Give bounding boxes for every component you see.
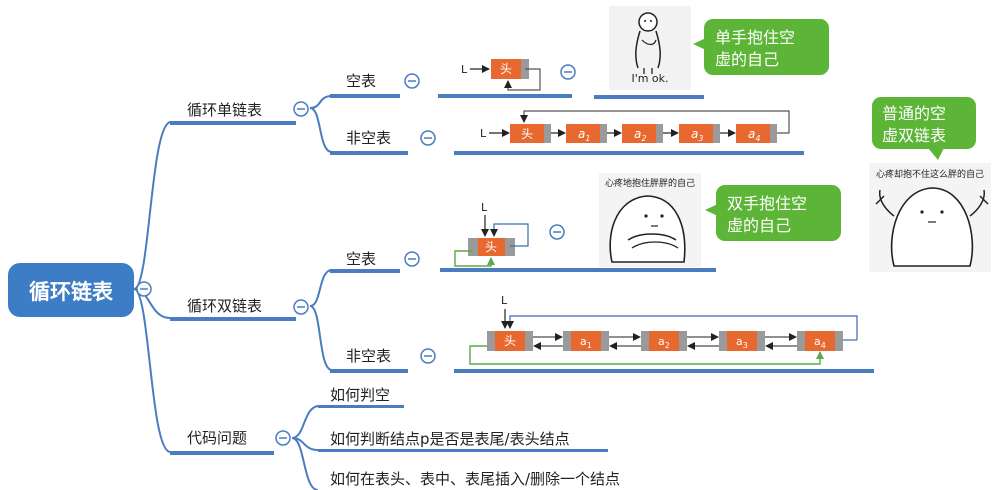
list-node-a4: [805, 331, 835, 351]
list-node-a2-label: a2: [658, 335, 670, 350]
list-node-a2: [649, 331, 679, 351]
meme-hug-caption: 心疼地抱住胖胖的自己: [605, 177, 695, 189]
connector-lines: [133, 95, 333, 490]
collapse-minus-icons: [140, 71, 572, 439]
list-node-a1-label: a1: [580, 335, 592, 350]
underline-bars: [170, 94, 874, 455]
sub-label-double-nonempty[interactable]: 非空表: [346, 347, 391, 365]
pointer-label-2: L: [480, 127, 487, 140]
meme-cannot-hug[interactable]: 心疼却抱不住这么胖的自己: [869, 163, 991, 272]
head-node-label: 头: [521, 127, 533, 141]
branch-label-double[interactable]: 循环双链表: [187, 297, 262, 315]
code-question-insert[interactable]: 如何在表头、表中、表尾插入/删除一个结点: [330, 470, 620, 488]
list-node-a1: [566, 124, 600, 143]
branch-label-single[interactable]: 循环单链表: [187, 101, 262, 119]
sub-label-double-empty[interactable]: 空表: [346, 250, 376, 268]
list-node-a1-label: a1: [578, 127, 590, 143]
list-node-a3-label: a3: [736, 335, 748, 350]
meme-hug-self[interactable]: 心疼地抱住胖胖的自己: [599, 173, 701, 267]
callout-plain-double-line2: 虚双链表: [882, 126, 946, 145]
callout-single-hug-line1: 单手抱住空: [715, 28, 795, 47]
callout-double-hug-line1: 双手抱住空: [727, 194, 807, 213]
head-node: [491, 59, 521, 79]
callout-double-hug-line2: 虚的自己: [727, 216, 791, 235]
callout-plain-double[interactable]: 普通的空 虚双链表: [872, 97, 976, 160]
list-node-a2-label: a2: [634, 127, 646, 143]
head-node-label: 头: [485, 240, 497, 254]
meme-cannot-hug-caption: 心疼却抱不住这么胖的自己: [876, 168, 984, 180]
code-question-tail[interactable]: 如何判断结点p是否是表尾/表头结点: [330, 430, 570, 448]
callout-plain-double-line1: 普通的空: [882, 104, 946, 123]
callout-single-hug-line2: 虚的自己: [715, 50, 779, 69]
double-empty-diagram: L 头: [454, 201, 529, 267]
double-nonempty-diagram: L 头 a1 a2 a3 a4: [469, 294, 858, 365]
root-node[interactable]: [8, 263, 134, 317]
code-question-empty[interactable]: 如何判空: [330, 386, 390, 404]
list-node-a3: [727, 331, 757, 351]
head-node: [510, 124, 544, 143]
list-node-a4-label: a4: [814, 335, 826, 350]
callout-single-hug[interactable]: 单手抱住空 虚的自己: [693, 19, 829, 75]
single-empty-diagram: L 头: [461, 59, 541, 91]
list-node-a2: [622, 124, 656, 143]
pointer-label-1: L: [461, 63, 468, 76]
head-node-label: 头: [504, 334, 516, 348]
list-node-a3: [679, 124, 713, 143]
head-node: [495, 331, 525, 351]
list-node-a4: [736, 124, 770, 143]
sub-label-single-nonempty[interactable]: 非空表: [346, 129, 391, 147]
root-label: 循环链表: [29, 280, 114, 304]
pointer-label-3: L: [481, 201, 488, 214]
meme-im-ok[interactable]: I'm ok.: [609, 6, 691, 90]
callout-double-hug[interactable]: 双手抱住空 虚的自己: [705, 185, 841, 241]
head-node-label: 头: [500, 62, 512, 76]
list-node-a4-label: a4: [748, 127, 760, 143]
meme-im-ok-caption: I'm ok.: [631, 72, 668, 85]
pointer-label-4: L: [501, 294, 508, 307]
list-node-a3-label: a3: [691, 127, 703, 143]
head-node: [478, 238, 505, 256]
single-nonempty-diagram: L 头 a1 a2 a3 a4: [480, 110, 790, 143]
sub-label-single-empty[interactable]: 空表: [346, 72, 376, 90]
list-node-a1: [571, 331, 601, 351]
branch-label-code[interactable]: 代码问题: [187, 429, 247, 447]
